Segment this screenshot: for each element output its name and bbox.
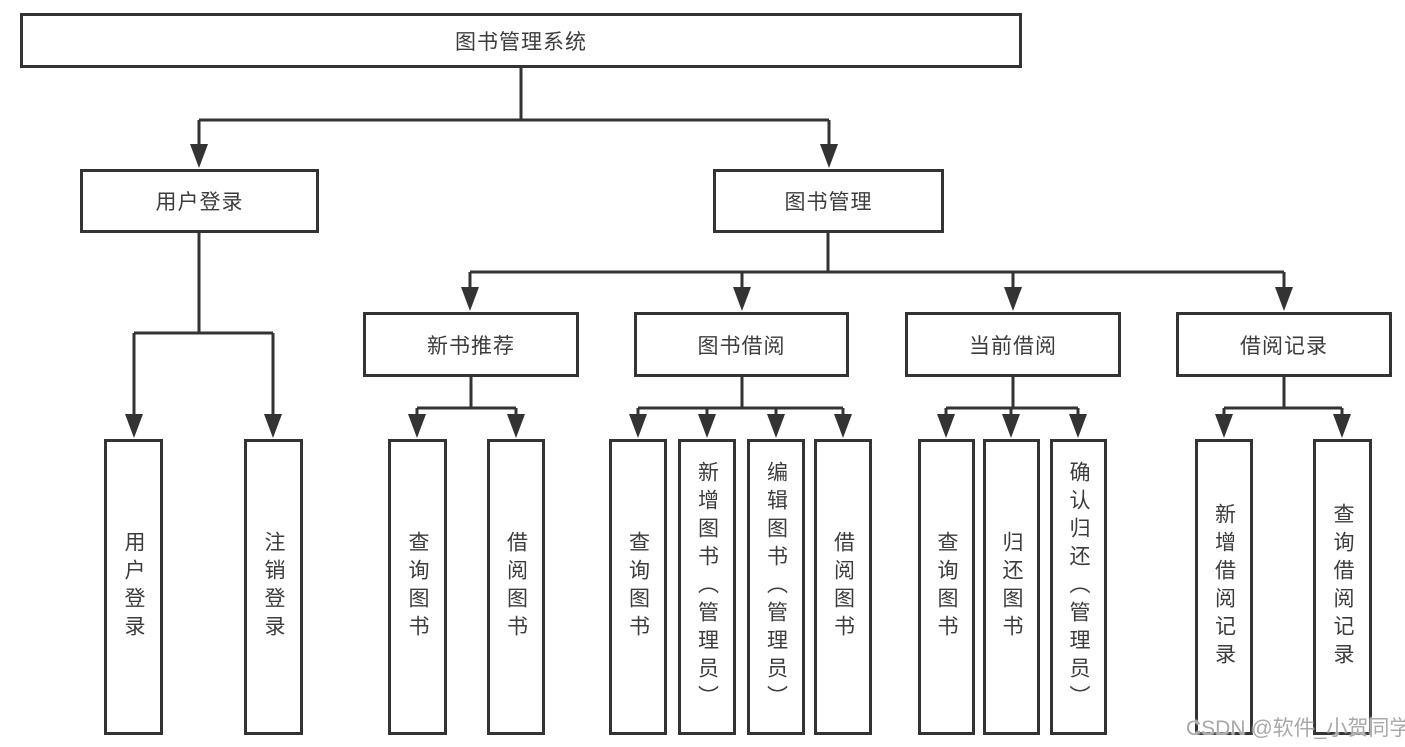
node-borrow-records-label: 借阅记录	[1240, 334, 1328, 358]
node-book-borrow: 图书借阅	[634, 312, 849, 377]
node-current-borrow-label: 当前借阅	[969, 334, 1057, 358]
leaf-borrow-books-1-label: 借阅图书	[504, 531, 528, 643]
leaf-edit-book-admin: 编辑图书（管理员）	[747, 439, 805, 735]
leaf-borrow-books-2: 借阅图书	[814, 439, 872, 735]
leaf-borrow-books-2-label: 借阅图书	[831, 531, 855, 643]
leaf-logout-label: 注销登录	[262, 531, 286, 643]
leaf-confirm-return-admin: 确认归还（管理员）	[1050, 439, 1107, 735]
leaf-query-books-3: 查询图书	[918, 439, 975, 735]
leaf-user-login: 用户登录	[104, 439, 163, 735]
node-book-management: 图书管理	[713, 169, 944, 233]
node-user-login: 用户登录	[80, 169, 319, 233]
node-book-borrow-label: 图书借阅	[697, 334, 786, 358]
csdn-watermark: CSDN @软件_小贺同学	[1186, 717, 1405, 740]
node-new-book-recommend: 新书推荐	[363, 312, 579, 377]
node-root-label: 图书管理系统	[455, 30, 587, 54]
node-user-login-label: 用户登录	[155, 191, 244, 214]
leaf-user-login-label: 用户登录	[122, 531, 146, 643]
node-root: 图书管理系统	[20, 13, 1022, 68]
leaf-add-book-admin-label: 新增图书（管理员）	[695, 461, 719, 713]
leaf-edit-book-admin-label: 编辑图书（管理员）	[764, 461, 788, 713]
leaf-query-books-1-label: 查询图书	[406, 531, 430, 643]
leaf-add-borrow-record: 新增借阅记录	[1195, 439, 1253, 735]
node-book-management-label: 图书管理	[784, 191, 873, 214]
node-current-borrow: 当前借阅	[905, 312, 1121, 377]
leaf-query-borrow-record: 查询借阅记录	[1313, 439, 1372, 735]
leaf-logout: 注销登录	[244, 439, 303, 735]
leaf-return-book: 归还图书	[983, 439, 1040, 735]
leaf-borrow-books-1: 借阅图书	[487, 439, 545, 735]
leaf-query-books-2: 查询图书	[609, 439, 667, 735]
leaf-confirm-return-admin-label: 确认归还（管理员）	[1067, 461, 1091, 713]
leaf-query-books-2-label: 查询图书	[626, 531, 650, 643]
leaf-return-book-label: 归还图书	[1000, 531, 1024, 643]
leaf-add-borrow-record-label: 新增借阅记录	[1212, 503, 1236, 671]
node-borrow-records: 借阅记录	[1176, 312, 1392, 377]
leaf-add-book-admin: 新增图书（管理员）	[678, 439, 736, 735]
node-new-book-recommend-label: 新书推荐	[427, 334, 515, 358]
leaf-query-borrow-record-label: 查询借阅记录	[1331, 503, 1355, 671]
leaf-query-books-3-label: 查询图书	[935, 531, 959, 643]
leaf-query-books-1: 查询图书	[388, 439, 447, 735]
